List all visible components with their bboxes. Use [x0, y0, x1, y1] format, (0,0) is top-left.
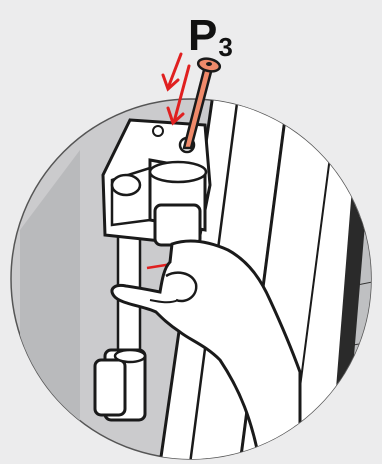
set-screw: [153, 126, 163, 136]
part-label: P3: [188, 14, 232, 58]
part-label-sub: 3: [218, 32, 232, 62]
lower-hinge: [95, 350, 145, 420]
part-label-main: P: [188, 11, 217, 60]
wall-edge: [20, 150, 80, 464]
